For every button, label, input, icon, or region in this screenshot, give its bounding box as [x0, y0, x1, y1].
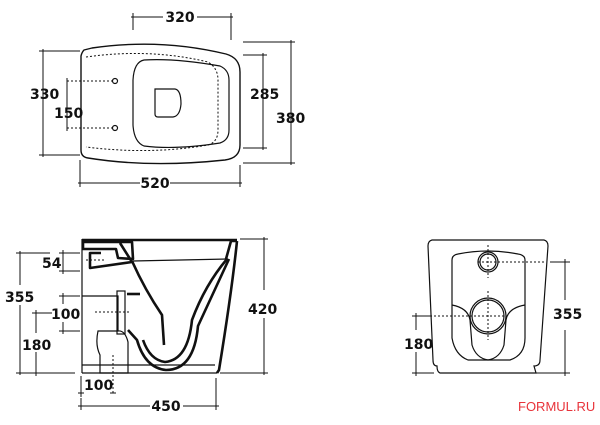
dim-330: 330: [30, 87, 59, 103]
dim-320: 320: [165, 10, 194, 26]
dim-150: 150: [54, 106, 83, 122]
top-view: 320 380 285 330 150 520: [30, 10, 305, 192]
dim-520: 520: [140, 176, 169, 192]
side-view: 420 355 54 100 180 100 450: [5, 237, 277, 415]
dim-54: 54: [42, 256, 62, 272]
watermark: FORMUL.RU: [518, 399, 595, 414]
dim-380: 380: [276, 111, 305, 127]
dim-355-side: 355: [5, 290, 34, 306]
dim-180-rear: 180: [404, 337, 433, 353]
dim-180-side: 180: [22, 338, 51, 354]
dim-100-floor: 100: [84, 378, 113, 394]
rear-view: 355 180: [404, 239, 582, 376]
dim-420: 420: [248, 302, 277, 318]
dim-355-rear: 355: [553, 307, 582, 323]
dim-450: 450: [151, 399, 180, 415]
dim-100-outlet: 100: [51, 307, 80, 323]
dim-285: 285: [250, 87, 279, 103]
